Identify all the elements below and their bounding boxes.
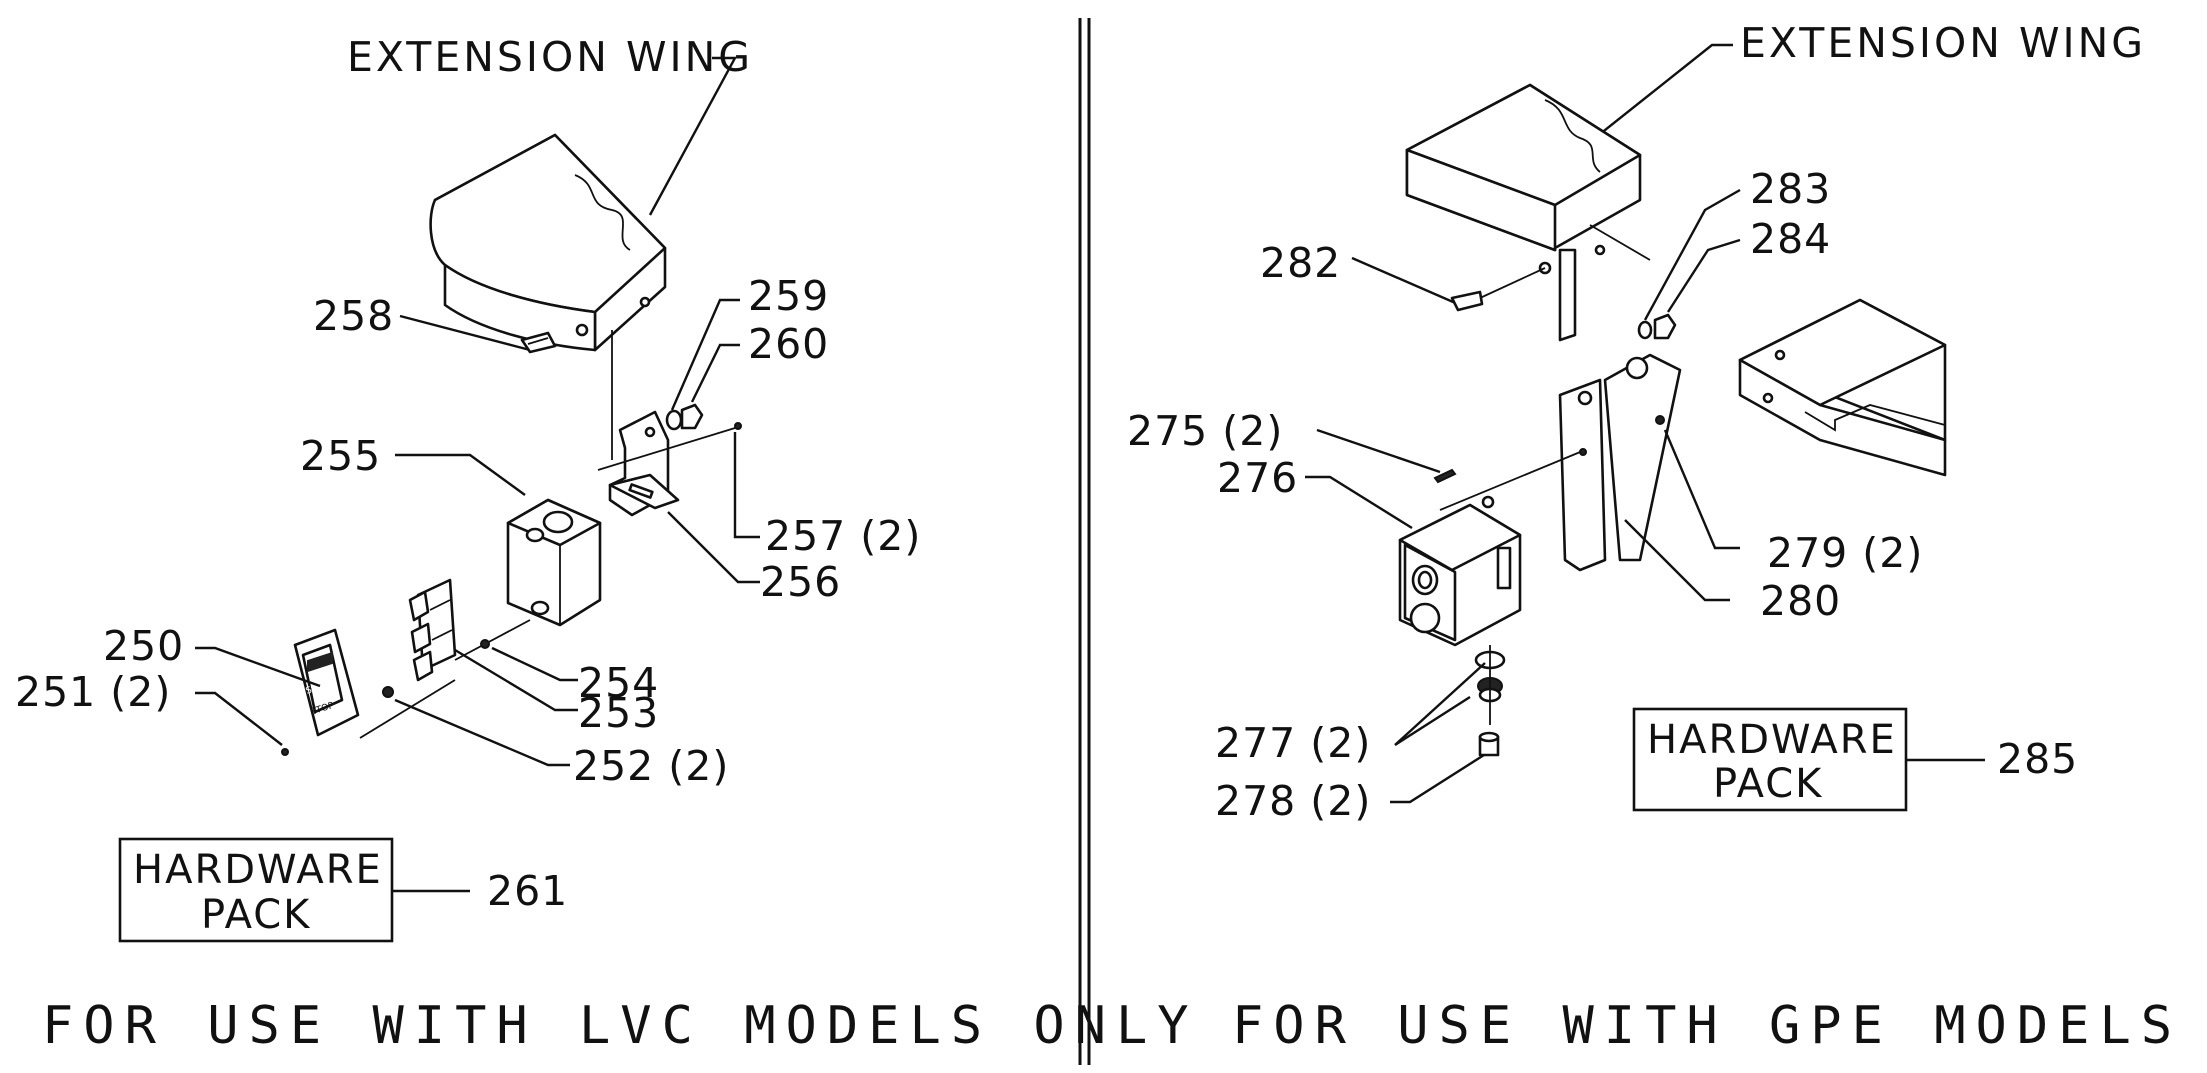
part-278-fitting bbox=[1478, 731, 1500, 757]
callout-252: 252 (2) bbox=[573, 742, 729, 790]
callout-283: 283 bbox=[1750, 165, 1831, 213]
callout-278: 278 (2) bbox=[1215, 777, 1371, 825]
right-panel: EXTENSION WING 282 bbox=[1127, 19, 2207, 1056]
callout-277: 277 (2) bbox=[1215, 719, 1371, 767]
right-hardware-pack-line1: HARDWARE bbox=[1647, 717, 1897, 763]
part-254-screw bbox=[454, 619, 531, 661]
callout-254: 254 bbox=[578, 659, 659, 707]
callout-255: 255 bbox=[300, 432, 381, 480]
part-276-control-box bbox=[1398, 495, 1522, 647]
callout-279: 279 (2) bbox=[1767, 529, 1923, 577]
callout-250: 250 bbox=[103, 622, 184, 670]
callout-261: 261 bbox=[487, 867, 568, 915]
part-253-switch-body bbox=[408, 578, 457, 682]
part-257-screw bbox=[597, 422, 742, 471]
part-252-screw bbox=[359, 679, 456, 739]
callout-257: 257 (2) bbox=[765, 512, 921, 560]
callout-253: 253 bbox=[578, 689, 659, 737]
left-hardware-pack-line1: HARDWARE bbox=[133, 847, 383, 893]
part-259-washer bbox=[665, 409, 683, 431]
part-275-screw bbox=[1433, 448, 1587, 511]
part-277-fittings bbox=[1474, 645, 1506, 725]
part-282-screw bbox=[1351, 256, 1546, 312]
right-wing-section bbox=[1738, 298, 1947, 477]
left-panel-title: EXTENSION WING bbox=[347, 33, 753, 81]
callout-260: 260 bbox=[748, 320, 829, 368]
part-258-screw bbox=[399, 314, 557, 354]
left-extension-wing bbox=[429, 133, 667, 352]
left-panel-footer: FOR USE WITH LVC MODELS ONLY bbox=[42, 996, 1199, 1056]
part-250-switch-plate: Start STOP bbox=[293, 628, 360, 737]
callout-275: 275 (2) bbox=[1127, 407, 1283, 455]
right-panel-footer: FOR USE WITH GPE MODELS ONLY bbox=[1232, 996, 2207, 1056]
right-extension-wing bbox=[1405, 83, 1642, 275]
callout-285: 285 bbox=[1997, 735, 2078, 783]
right-panel-title: EXTENSION WING bbox=[1740, 19, 2146, 67]
callout-280: 280 bbox=[1760, 577, 1841, 625]
callout-251: 251 (2) bbox=[15, 668, 171, 716]
part-283-washer bbox=[1637, 320, 1653, 340]
right-hardware-pack-line2: PACK bbox=[1713, 761, 1823, 807]
left-panel: EXTENSION WING 258 256 bbox=[15, 33, 1199, 1056]
part-251-screw bbox=[281, 748, 289, 756]
callout-259: 259 bbox=[748, 272, 829, 320]
part-260-nut bbox=[680, 403, 704, 430]
part-284-nut bbox=[1653, 313, 1677, 340]
callout-258: 258 bbox=[313, 292, 394, 340]
callout-282: 282 bbox=[1260, 239, 1341, 287]
part-255-box bbox=[506, 498, 602, 627]
part-280-bracket bbox=[1558, 224, 1682, 572]
callout-284: 284 bbox=[1750, 215, 1831, 263]
left-hardware-pack-line2: PACK bbox=[201, 892, 311, 938]
left-hardware-pack-box bbox=[118, 837, 394, 943]
right-hardware-pack-box bbox=[1632, 707, 1908, 812]
callout-256: 256 bbox=[760, 558, 841, 606]
callout-276: 276 bbox=[1217, 454, 1298, 502]
part-256-bracket bbox=[608, 410, 680, 517]
panel-divider bbox=[1078, 18, 1091, 1065]
